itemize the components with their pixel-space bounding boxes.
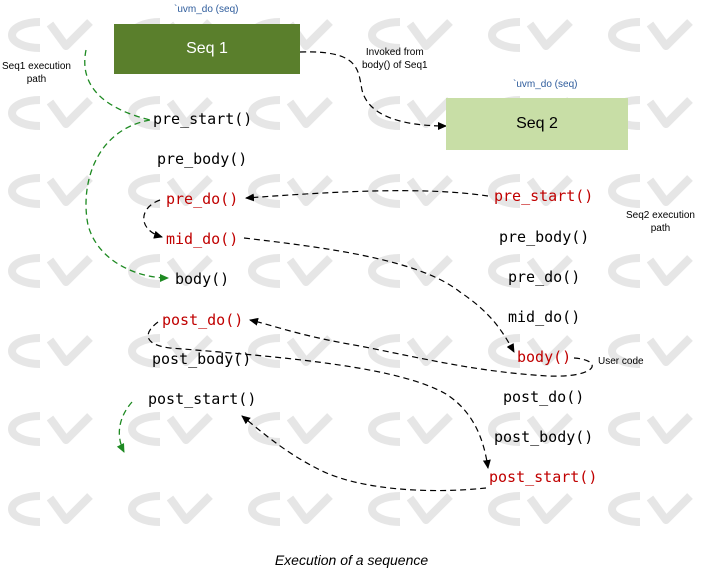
cv-watermark-tile [127,334,213,368]
seq1-post-start: post_start() [148,390,257,408]
pre-do-to-mid-do-arrow [143,199,163,239]
seq2-post-start-to-post-start-arrow [241,415,487,492]
cv-watermark-tile [7,334,93,368]
user-code-note: User code [598,356,644,367]
seq2-box: Seq 2 [446,98,628,150]
seq1-path-entry-arrow [84,49,151,121]
cv-watermark-tile [607,174,693,208]
seq1-box: Seq 1 [114,24,300,74]
cv-watermark-tile [367,18,453,52]
cv-watermark-tile [7,174,93,208]
seq2-pre-body: pre_body() [499,228,590,246]
seq2-pre-do: pre_do() [508,268,581,286]
seq2-execution-path-label: Seq2 execution path [626,209,695,235]
cv-watermark-tile [127,96,213,130]
seq1-mid-do: mid_do() [166,230,239,248]
post-do-to-post-start-arrow [147,321,491,469]
cv-watermark-tile [607,412,693,446]
figure-caption: Execution of a sequence [274,552,429,568]
cv-watermark-tile [487,412,573,446]
cv-watermark-tile [367,254,453,288]
cv-watermark-tile [487,174,573,208]
seq1-label: Seq 1 [186,40,228,57]
seq2-post-start: post_start() [489,468,598,486]
seq2-path-label-line-1: Seq2 execution [626,210,695,221]
seq2-pre-start-to-pre-do-arrow [245,190,489,202]
cv-watermark-tile [367,492,453,526]
seq2-label: Seq 2 [516,115,558,132]
seq1-post-do: post_do() [162,311,244,329]
seq2-post-do: post_do() [503,388,585,406]
invoked-note-line-2: body() of Seq1 [362,60,428,71]
cv-watermark-tile [247,174,333,208]
cv-watermark-tile [127,174,213,208]
seq1-pre-start: pre_start() [153,110,253,128]
seq1-post-body: post_body() [152,350,252,368]
cv-watermark-tile [7,18,93,52]
cv-watermark-tile [367,334,453,368]
cv-watermark-tile [127,412,213,446]
seq2-pre-start: pre_start() [494,187,594,205]
invoked-from-note: Invoked from body() of Seq1 [362,46,428,72]
seq1-path-exit-arrow [116,401,133,453]
seq1-pre-body: pre_body() [157,150,248,168]
cv-watermark-tile [607,334,693,368]
mid-do-to-body-arrow [243,237,515,353]
invoke-seq2-arrow [299,51,447,130]
seq1-path-to-body-arrow [85,119,169,282]
seq2-macro-label: `uvm_do (seq) [513,79,578,90]
cv-watermark-tile [247,96,333,130]
cv-watermark-tile [487,254,573,288]
cv-watermark-tile [247,412,333,446]
cv-watermark-tile [247,492,333,526]
cv-watermark-tile [367,174,453,208]
seq1-path-label-line-1: Seq1 execution [2,61,71,72]
seq2-post-body: post_body() [494,428,594,446]
invoked-note-line-1: Invoked from [365,47,424,58]
cv-watermark-tile [247,254,333,288]
cv-watermark-tile [7,492,93,526]
seq1-execution-path-label: Seq1 execution path [2,60,71,86]
cv-watermark-tile [367,412,453,446]
seq2-path-label-line-2: path [650,223,671,234]
seq1-path-label-line-2: path [26,74,47,85]
cv-watermark-tile [7,412,93,446]
cv-watermark-tile [7,254,93,288]
seq1-macro-label: `uvm_do (seq) [174,4,239,15]
cv-watermark-tile [487,18,573,52]
seq1-pre-do: pre_do() [166,190,239,208]
cv-watermark-tile [127,492,213,526]
cv-watermark-tile [607,492,693,526]
cv-watermark-tile [7,96,93,130]
seq2-mid-do: mid_do() [508,308,581,326]
cv-watermark-tile [247,334,333,368]
cv-watermark-tile [367,96,453,130]
cv-watermark-tile [607,254,693,288]
cv-watermark-tile [487,492,573,526]
seq1-body: body() [175,270,230,288]
seq2-body: body() [517,348,572,366]
cv-watermark-tile [607,18,693,52]
